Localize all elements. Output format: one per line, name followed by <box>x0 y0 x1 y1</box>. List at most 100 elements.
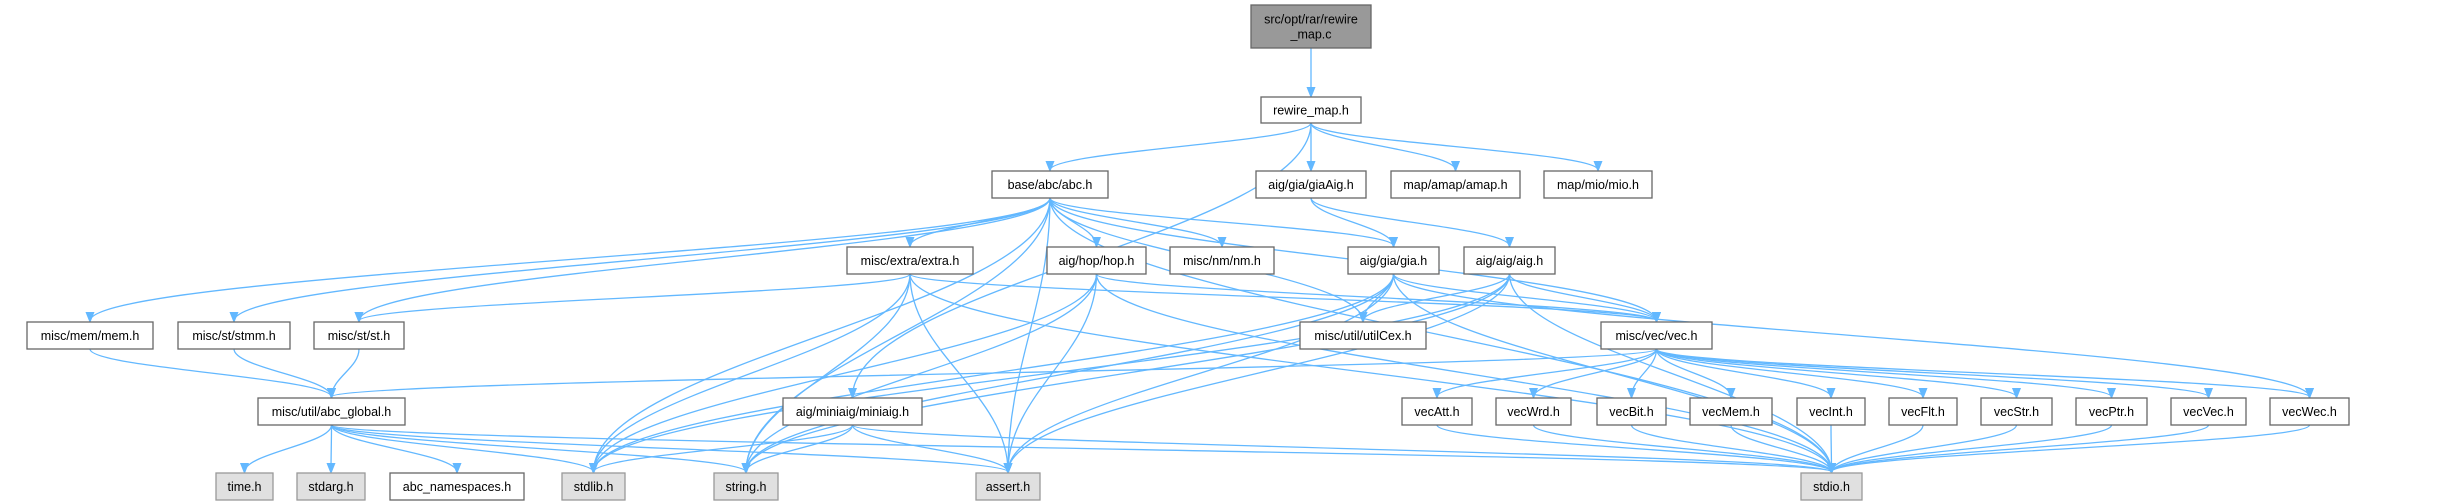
node-label: stdio.h <box>1813 480 1850 494</box>
node-label: stdlib.h <box>574 480 614 494</box>
edge-abc_h-to-stdio_h <box>1049 197 1832 472</box>
edge-extra_h-to-string_h <box>746 273 911 472</box>
node-label: misc/st/st.h <box>328 329 391 343</box>
node-vecWrd-h[interactable]: vecWrd.h <box>1495 397 1572 426</box>
edge-aig_h-to-vec_h <box>1508 273 1657 321</box>
node-label: _map.c <box>1290 28 1332 42</box>
node-nm-h[interactable]: misc/nm/nm.h <box>1169 246 1275 275</box>
node-box <box>313 321 405 350</box>
node-hop-h[interactable]: aig/hop/hop.h <box>1046 246 1147 275</box>
node-miniaig-h[interactable]: aig/miniaig/miniaig.h <box>782 397 923 426</box>
edge-gia_h-to-string_h <box>746 273 1395 472</box>
edge-extra_h-to-vec_h <box>909 273 1657 321</box>
node-label: vecWec.h <box>2282 405 2337 419</box>
node-abc-namespaces-h[interactable]: abc_namespaces.h <box>389 472 525 501</box>
node-vecFlt-h[interactable]: vecFlt.h <box>1888 397 1958 426</box>
node-vecStr-h[interactable]: vecStr.h <box>1980 397 2053 426</box>
node-stdio-h: stdio.h <box>1800 472 1863 501</box>
node-label: stdarg.h <box>308 480 353 494</box>
node-st-h[interactable]: misc/st/st.h <box>313 321 405 350</box>
node-box <box>975 472 1041 501</box>
node-stdlib-h: stdlib.h <box>561 472 626 501</box>
node-box <box>1347 246 1440 275</box>
node-vecMem-h[interactable]: vecMem.h <box>1689 397 1773 426</box>
node-vecBit-h[interactable]: vecBit.h <box>1596 397 1667 426</box>
edge-rewire_map_h-to-abc_h <box>1050 122 1312 170</box>
node-label: aig/hop/hop.h <box>1059 254 1135 268</box>
node-utilCex-h[interactable]: misc/util/utilCex.h <box>1299 321 1427 350</box>
node-box <box>991 170 1109 199</box>
node-box <box>782 397 923 426</box>
edge-miniaig_h-to-assert_h <box>851 424 1009 472</box>
node-box <box>713 472 779 501</box>
edges <box>90 48 2310 472</box>
edge-vecBit_h-to-stdio_h <box>1630 424 1832 472</box>
node-label: time.h <box>227 480 261 494</box>
node-rewire-map-h[interactable]: rewire_map.h <box>1260 96 1362 124</box>
node-vecInt-h[interactable]: vecInt.h <box>1796 397 1866 426</box>
node-box <box>1299 321 1427 350</box>
edge-vec_h-to-vecFlt_h <box>1655 348 1924 397</box>
edge-stmm_h-to-abc_global_h <box>233 348 332 397</box>
node-gia-h[interactable]: aig/gia/gia.h <box>1347 246 1440 275</box>
node-label: vecPtr.h <box>2089 405 2134 419</box>
edge-aig_h-to-string_h <box>746 273 1511 472</box>
edge-abc_h-to-st_h <box>359 197 1051 321</box>
node-vec-h[interactable]: misc/vec/vec.h <box>1600 321 1713 350</box>
edge-vec_h-to-vecInt_h <box>1655 348 1832 397</box>
node-label: vecFlt.h <box>1901 405 1945 419</box>
node-label: aig/gia/giaAig.h <box>1268 178 1354 192</box>
node-label: base/abc/abc.h <box>1008 178 1093 192</box>
node-assert-h: assert.h <box>975 472 1041 501</box>
edge-abc_global_h-to-stdio_h <box>330 424 1832 472</box>
node-aig-h[interactable]: aig/aig/aig.h <box>1463 246 1556 275</box>
node-mem-h[interactable]: misc/mem/mem.h <box>26 321 154 350</box>
edge-hop_h-to-vec_h <box>1095 273 1657 321</box>
edge-extra_h-to-st_h <box>359 273 911 321</box>
edge-vecStr_h-to-stdio_h <box>1832 424 2018 472</box>
node-label: map/mio/mio.h <box>1557 178 1639 192</box>
node-label: misc/vec/vec.h <box>1616 329 1698 343</box>
edge-miniaig_h-to-stdlib_h <box>594 424 854 472</box>
edge-abc_h-to-stdlib_h <box>594 197 1051 472</box>
node-abc-h[interactable]: base/abc/abc.h <box>991 170 1109 199</box>
edge-gia_h-to-assert_h <box>1008 273 1395 472</box>
node-vecAtt-h[interactable]: vecAtt.h <box>1401 397 1473 426</box>
node-box <box>1980 397 2053 426</box>
node-box <box>1463 246 1556 275</box>
node-label: misc/st/stmm.h <box>192 329 275 343</box>
edge-rewire_map_h-to-mio_h <box>1310 122 1598 170</box>
edge-vec_h-to-vecAtt_h <box>1437 348 1658 397</box>
edge-vecWrd_h-to-stdio_h <box>1532 424 1832 472</box>
edge-vec_h-to-abc_global_h <box>332 348 1658 397</box>
node-abc-global-h[interactable]: misc/util/abc_global.h <box>257 397 406 426</box>
node-label: vecMem.h <box>1702 405 1760 419</box>
node-box <box>296 472 366 501</box>
edge-vecWec_h-to-stdio_h <box>1832 424 2311 472</box>
node-label: assert.h <box>986 480 1031 494</box>
node-box <box>215 472 274 501</box>
node-box <box>257 397 406 426</box>
node-box <box>1800 472 1863 501</box>
node-label: misc/nm/nm.h <box>1183 254 1261 268</box>
node-stmm-h[interactable]: misc/st/stmm.h <box>177 321 291 350</box>
edge-abc_global_h-to-stdlib_h <box>330 424 594 472</box>
node-label: aig/miniaig/miniaig.h <box>796 405 909 419</box>
edge-vecVec_h-to-stdio_h <box>1832 424 2210 472</box>
edge-abc_global_h-to-abc_namespaces_h <box>330 424 458 472</box>
node-giaAig-h[interactable]: aig/gia/giaAig.h <box>1255 170 1367 199</box>
node-label: misc/mem/mem.h <box>41 329 140 343</box>
node-mio-h[interactable]: map/mio/mio.h <box>1543 170 1653 199</box>
node-time-h: time.h <box>215 472 274 501</box>
node-label: vecBit.h <box>1609 405 1654 419</box>
node-vecPtr-h[interactable]: vecPtr.h <box>2075 397 2148 426</box>
edge-giaAig_h-to-aig_h <box>1310 197 1510 246</box>
node-box <box>2269 397 2350 426</box>
node-vecWec-h[interactable]: vecWec.h <box>2269 397 2350 426</box>
node-vecVec-h[interactable]: vecVec.h <box>2170 397 2247 426</box>
edge-vecAtt_h-to-stdio_h <box>1436 424 1832 472</box>
node-extra-h[interactable]: misc/extra/extra.h <box>846 246 974 275</box>
node-box <box>177 321 291 350</box>
node-amap-h[interactable]: map/amap/amap.h <box>1390 170 1521 199</box>
